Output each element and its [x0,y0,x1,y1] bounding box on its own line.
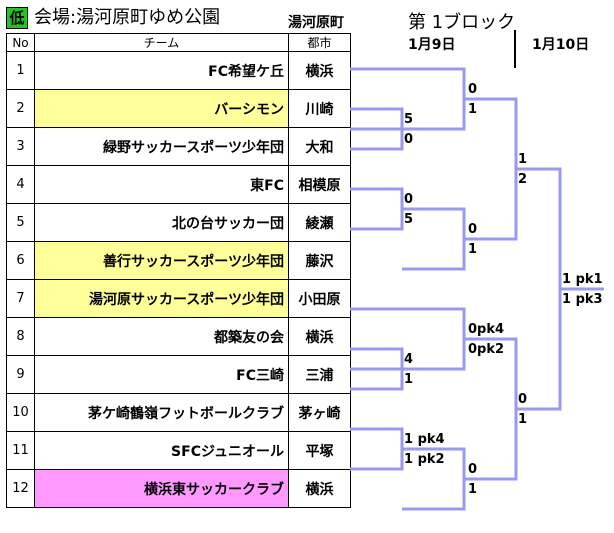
block-title: 第 1ブロック [408,12,516,33]
team-no: 2 [6,89,35,128]
score-bottom: 1 [518,412,528,427]
team-city: 三浦 [288,355,351,394]
score-top: 4 [404,352,414,367]
col-no-header: No [6,33,35,52]
team-no: 12 [6,469,35,508]
team-name: バーシモン [34,89,289,128]
town-label: 湯河原町 [288,15,344,31]
team-no: 1 [6,51,35,90]
score-bottom: 0 [404,132,414,147]
score-bottom: 2 [518,172,528,187]
team-no: 11 [6,431,35,470]
team-city: 藤沢 [288,241,351,280]
team-city: 横浜 [288,469,351,508]
date-divider [514,30,516,68]
score-top: 1 pk4 [404,432,445,447]
team-city: 綾瀬 [288,203,351,242]
score-top: 0 [468,222,478,237]
venue-title: 会場:湯河原町ゆめ公園 [34,7,221,28]
score-bottom: 5 [404,212,414,227]
team-name: FC希望ケ丘 [34,51,289,90]
score-bottom: 0pk2 [468,342,505,357]
score-bottom: 1 [468,102,478,117]
score-bottom: 1 pk2 [404,452,445,467]
team-no: 4 [6,165,35,204]
team-no: 9 [6,355,35,394]
team-name: 北の台サッカー団 [34,203,289,242]
score-top: 5 [404,112,414,127]
team-name: 都築友の会 [34,317,289,356]
team-city: 横浜 [288,51,351,90]
team-city: 小田原 [288,279,351,318]
team-name: SFCジュニオール [34,431,289,470]
date-day2: 1月10日 [532,37,590,53]
score-top: 1 [518,152,528,167]
score-top: 0 [468,82,478,97]
team-name: FC三崎 [34,355,289,394]
team-name: 横浜東サッカークラブ [34,469,289,508]
team-name: 善行サッカースポーツ少年団 [34,241,289,280]
date-day1: 1月9日 [408,37,456,53]
score-bottom: 1 [468,242,478,257]
col-city-header: 都市 [288,33,351,52]
team-name: 東FC [34,165,289,204]
score-top: 0 [518,392,528,407]
team-city: 茅ヶ崎 [288,393,351,432]
score-bottom: 1 pk3 [562,292,603,307]
team-name: 緑野サッカースポーツ少年団 [34,127,289,166]
team-no: 6 [6,241,35,280]
score-bottom: 1 [468,482,478,497]
score-top: 0 [404,192,414,207]
team-city: 川崎 [288,89,351,128]
score-top: 0pk4 [468,322,505,337]
team-no: 10 [6,393,35,432]
score-top: 0 [468,462,478,477]
score-bottom: 1 [404,372,414,387]
team-city: 相模原 [288,165,351,204]
category-badge: 低 [6,7,28,29]
team-no: 8 [6,317,35,356]
score-top: 1 pk1 [562,272,603,287]
team-name: 茅ケ崎鶴嶺フットボールクラブ [34,393,289,432]
col-team-header: チーム [34,33,289,52]
team-city: 大和 [288,127,351,166]
table-header: No チーム 都市 [6,33,351,52]
